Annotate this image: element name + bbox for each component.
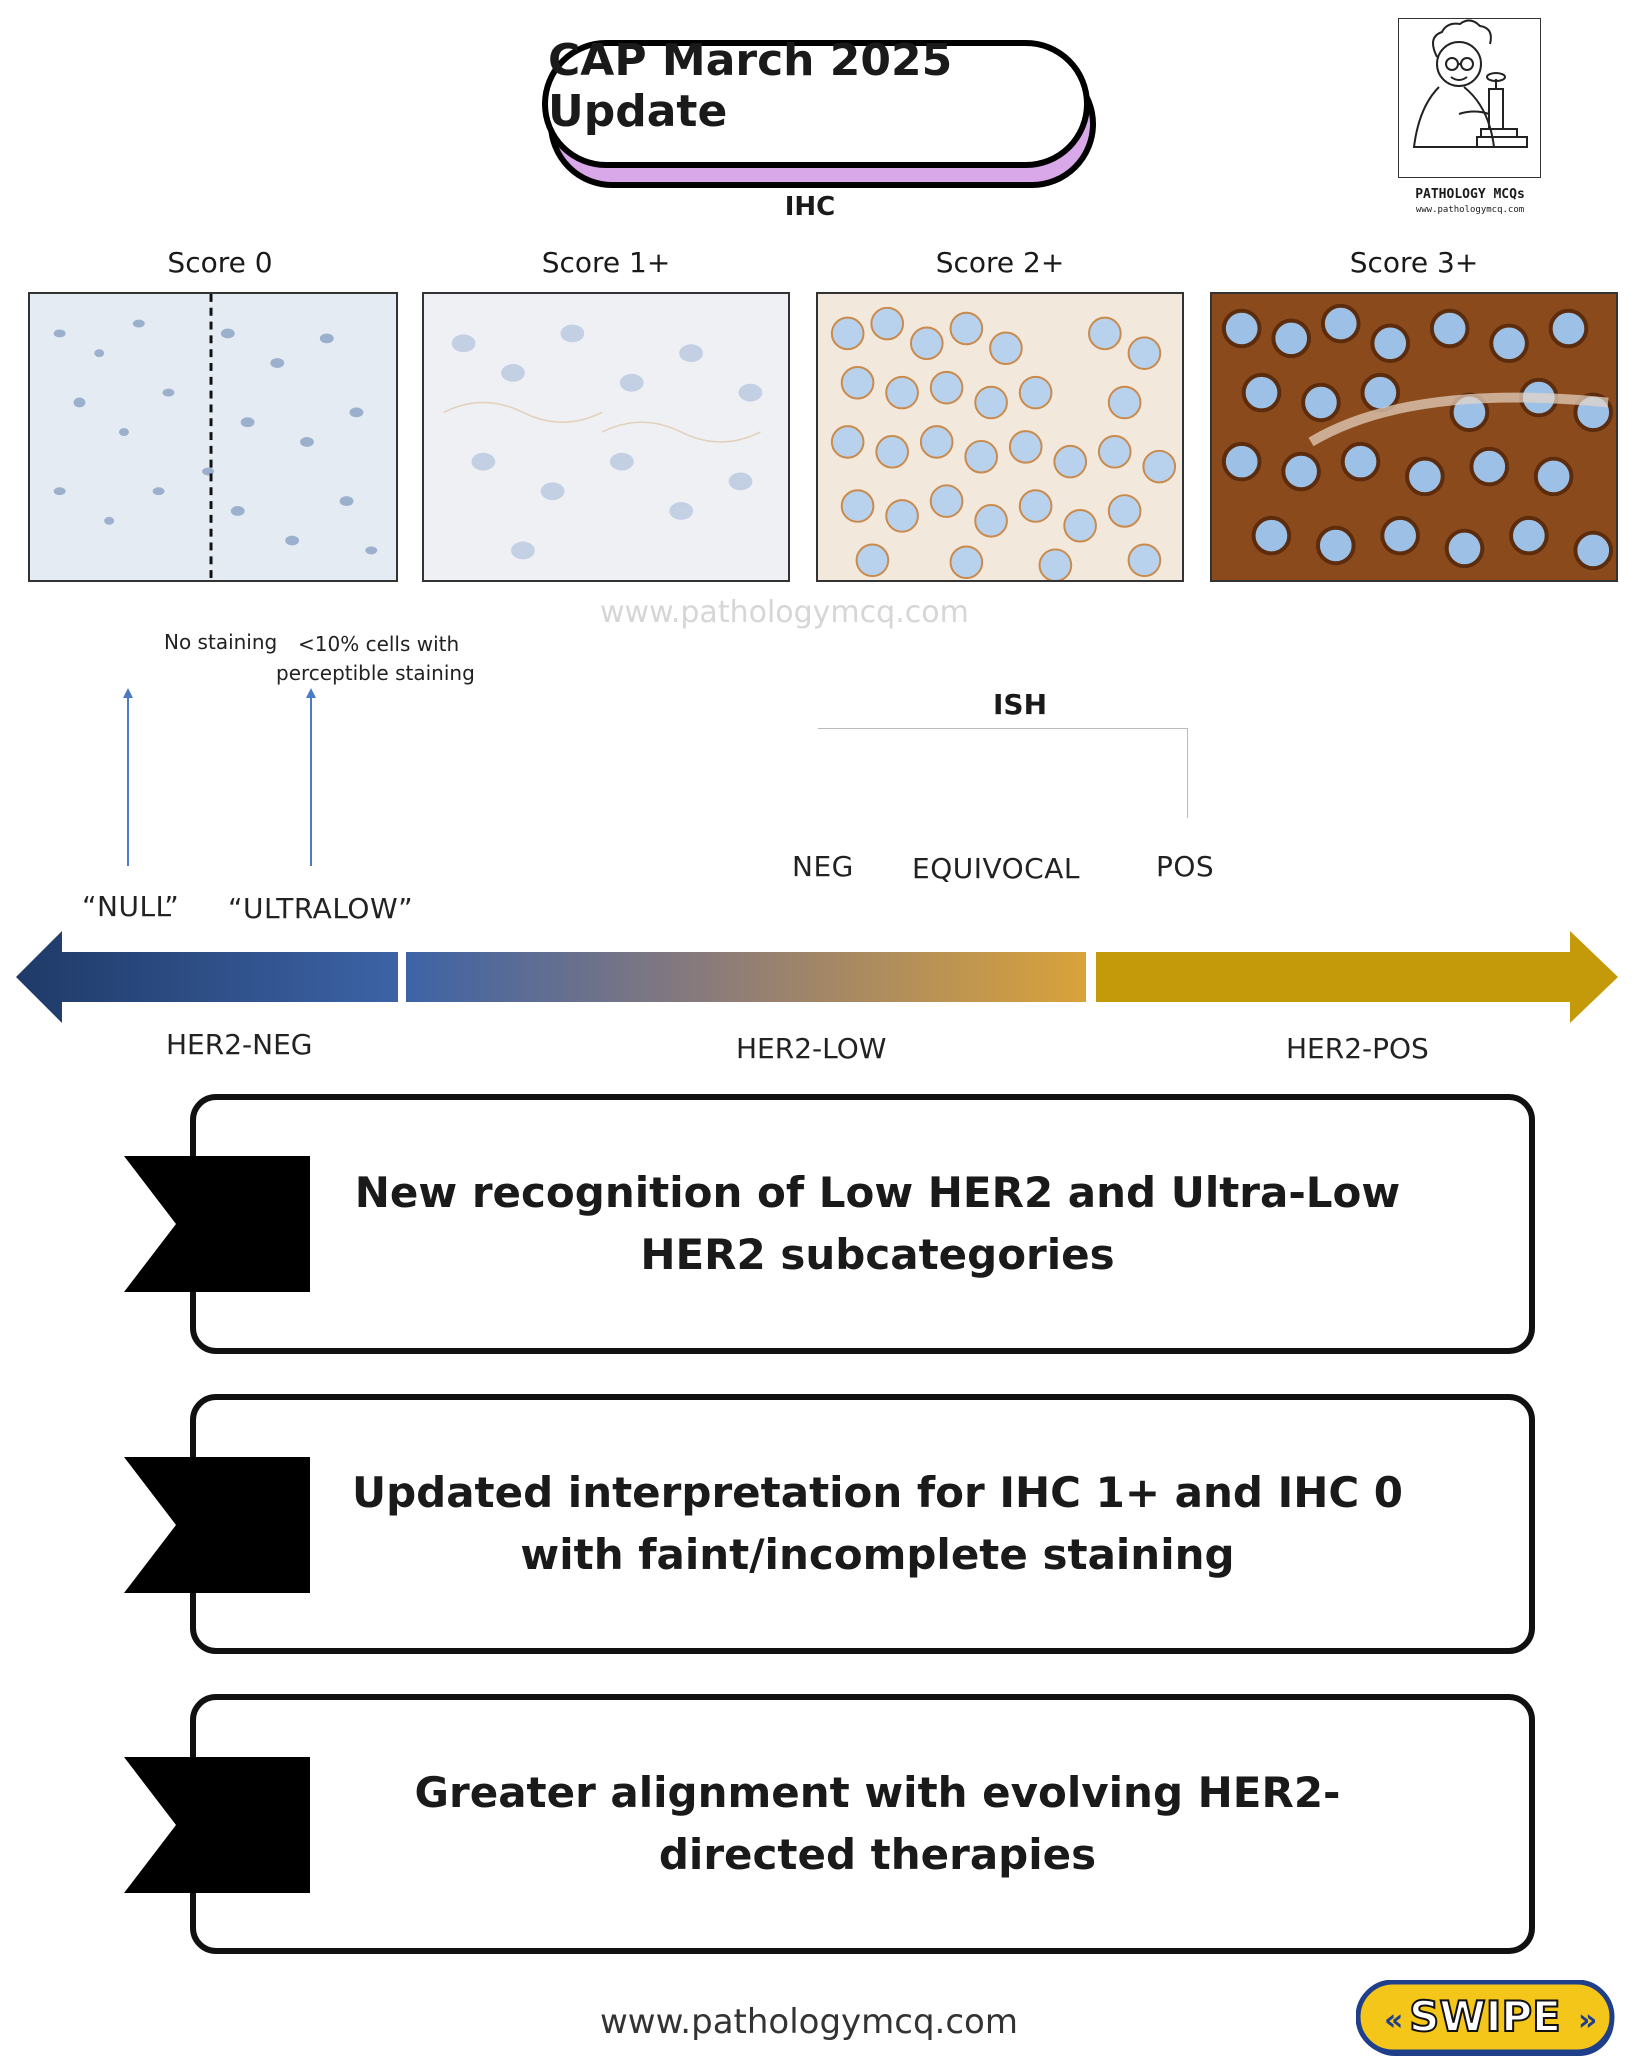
ish-section-label: ISH — [992, 688, 1048, 721]
feature-card-3-text: Greater alignment with evolving HER2-dir… — [414, 1768, 1341, 1879]
ish-bracket-vertical — [1187, 728, 1188, 818]
null-arrow-line — [127, 696, 129, 866]
ultralow-subcategory-label: “ULTRALOW” — [228, 892, 414, 925]
her2-neg-segment — [16, 931, 398, 1023]
scientist-illustration — [1398, 18, 1541, 178]
ribbon-3-icon — [124, 1757, 310, 1893]
ultralow-arrow-line — [310, 696, 312, 866]
ish-bracket-horizontal — [818, 728, 1188, 729]
feature-card-2-text: Updated interpretation for IHC 1+ and IH… — [351, 1468, 1404, 1579]
score-0-histology-image — [28, 292, 398, 582]
svg-text:«: « — [1384, 2003, 1403, 2038]
svg-text:»: » — [1578, 2003, 1597, 2038]
ribbon-1-icon — [124, 1156, 310, 1292]
score-1-label: Score 1+ — [541, 246, 671, 279]
ish-neg-label: NEG — [792, 850, 854, 883]
swipe-label: SWIPE — [1408, 1991, 1562, 2042]
title-pill: CAP March 2025 Update — [542, 35, 1090, 168]
score-2-histology-image — [816, 292, 1184, 582]
ribbon-2-icon — [124, 1457, 310, 1593]
score-3-histology-image — [1210, 292, 1618, 582]
ish-pos-label: POS — [1156, 850, 1215, 883]
perceptible-staining-note-line1: <10% cells with — [298, 632, 460, 656]
page-title: CAP March 2025 Update — [548, 35, 953, 137]
her2-pos-label: HER2-POS — [1286, 1032, 1429, 1065]
score-1-histology-image — [422, 292, 790, 582]
score-3-label: Score 3+ — [1349, 246, 1479, 279]
feature-card-2: Updated interpretation for IHC 1+ and IH… — [190, 1394, 1535, 1654]
her2-low-segment — [406, 952, 1086, 1002]
null-arrow-head — [123, 688, 133, 698]
swipe-button[interactable]: « » SWIPE — [1355, 1979, 1618, 2060]
score-0-label: Score 0 — [167, 246, 273, 279]
score-2-label: Score 2+ — [935, 246, 1065, 279]
her2-pos-segment — [1096, 931, 1618, 1023]
her2-neg-label: HER2-NEG — [166, 1028, 313, 1061]
logo-url: www.pathologymcq.com — [1415, 205, 1525, 215]
ish-equivocal-label: EQUIVOCAL — [912, 852, 1080, 885]
pathology-mcqs-logo: PATHOLOGY MCQs www.pathologymcq.com — [1395, 15, 1545, 215]
logo-title: PATHOLOGY MCQs — [1415, 187, 1525, 202]
perceptible-staining-note-line2: perceptible staining — [276, 661, 475, 685]
her2-spectrum-arrow — [16, 931, 1618, 1023]
feature-card-1: New recognition of Low HER2 and Ultra-Lo… — [190, 1094, 1535, 1354]
watermark-url: www.pathologymcq.com — [600, 595, 969, 630]
no-staining-note: No staining — [164, 630, 278, 654]
feature-card-1-text: New recognition of Low HER2 and Ultra-Lo… — [354, 1168, 1401, 1279]
her2-low-label: HER2-LOW — [736, 1032, 887, 1065]
ultralow-arrow-head — [306, 688, 316, 698]
footer-url: www.pathologymcq.com — [600, 2002, 1018, 2042]
null-subcategory-label: “NULL” — [82, 890, 180, 923]
ihc-section-label: IHC — [784, 192, 836, 222]
feature-card-3: Greater alignment with evolving HER2-dir… — [190, 1694, 1535, 1954]
